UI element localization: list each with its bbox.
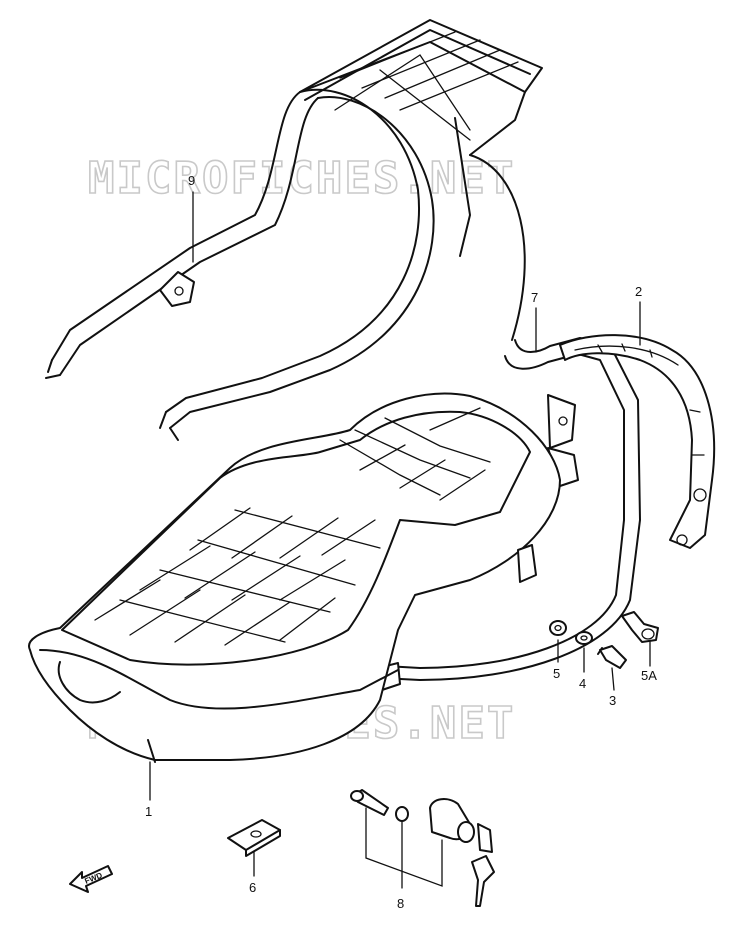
washer-4 (575, 631, 593, 645)
callout-6: 6 (249, 880, 256, 895)
callout-1: 1 (145, 804, 152, 819)
seat-lock-set (350, 789, 495, 907)
seat-plate (227, 819, 281, 857)
bolt-3 (597, 645, 627, 669)
bolt-5A (621, 611, 659, 643)
forward-arrow-icon: FWD (69, 865, 113, 893)
callout-4: 4 (579, 676, 586, 691)
callout-5: 5 (553, 666, 560, 681)
callout-3: 3 (609, 693, 616, 708)
callout-7: 7 (531, 290, 538, 305)
callout-9: 9 (188, 173, 195, 188)
callout-5A: 5A (641, 668, 657, 683)
callout-8: 8 (397, 896, 404, 911)
watermark-top: MICROFICHES.NET (88, 153, 515, 204)
grab-rail (377, 154, 641, 691)
rear-cowl-strap (559, 334, 716, 549)
callout-2: 2 (635, 284, 642, 299)
leader-lines (149, 191, 651, 877)
washer-5 (549, 620, 567, 636)
rear-carrier-rack (45, 19, 543, 441)
seat (28, 392, 561, 763)
